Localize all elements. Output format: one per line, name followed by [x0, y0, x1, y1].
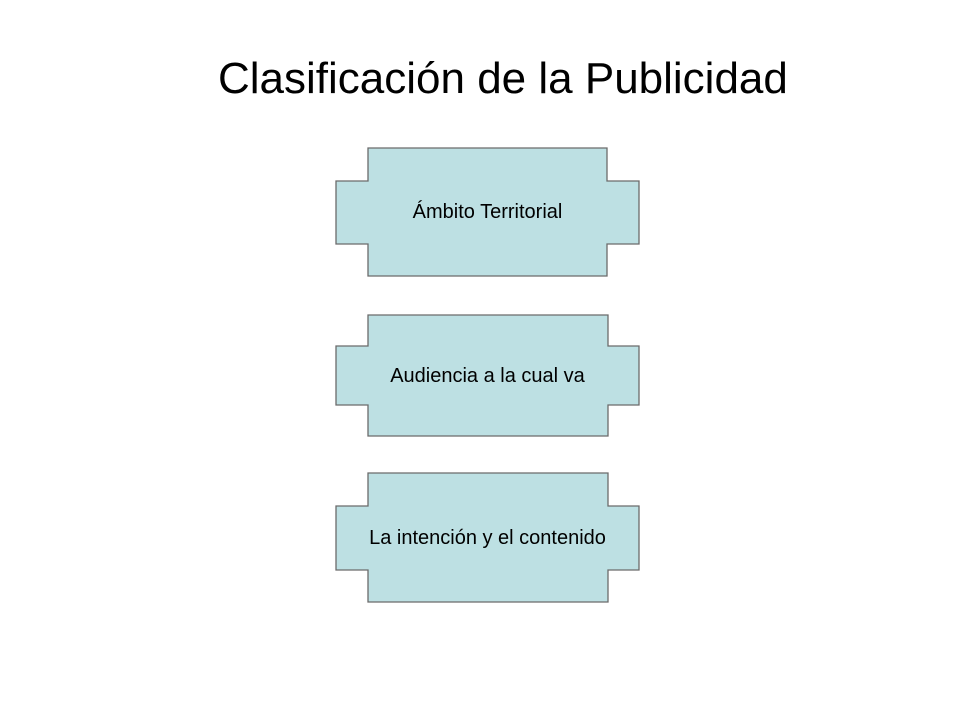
category-label: La intención y el contenido — [369, 527, 606, 549]
plaque-shape — [335, 472, 640, 603]
category-label: Ámbito Territorial — [412, 201, 563, 223]
plaque-shape — [335, 147, 640, 277]
category-shape-ambito-territorial: Ámbito Territorial — [335, 147, 640, 277]
slide-title: Clasificación de la Publicidad — [218, 54, 788, 103]
category-shape-audiencia: Audiencia a la cual va — [335, 314, 640, 437]
category-label: Audiencia a la cual va — [390, 365, 585, 387]
category-shape-intencion-contenido: La intención y el contenido — [335, 472, 640, 603]
plaque-shape — [335, 314, 640, 437]
